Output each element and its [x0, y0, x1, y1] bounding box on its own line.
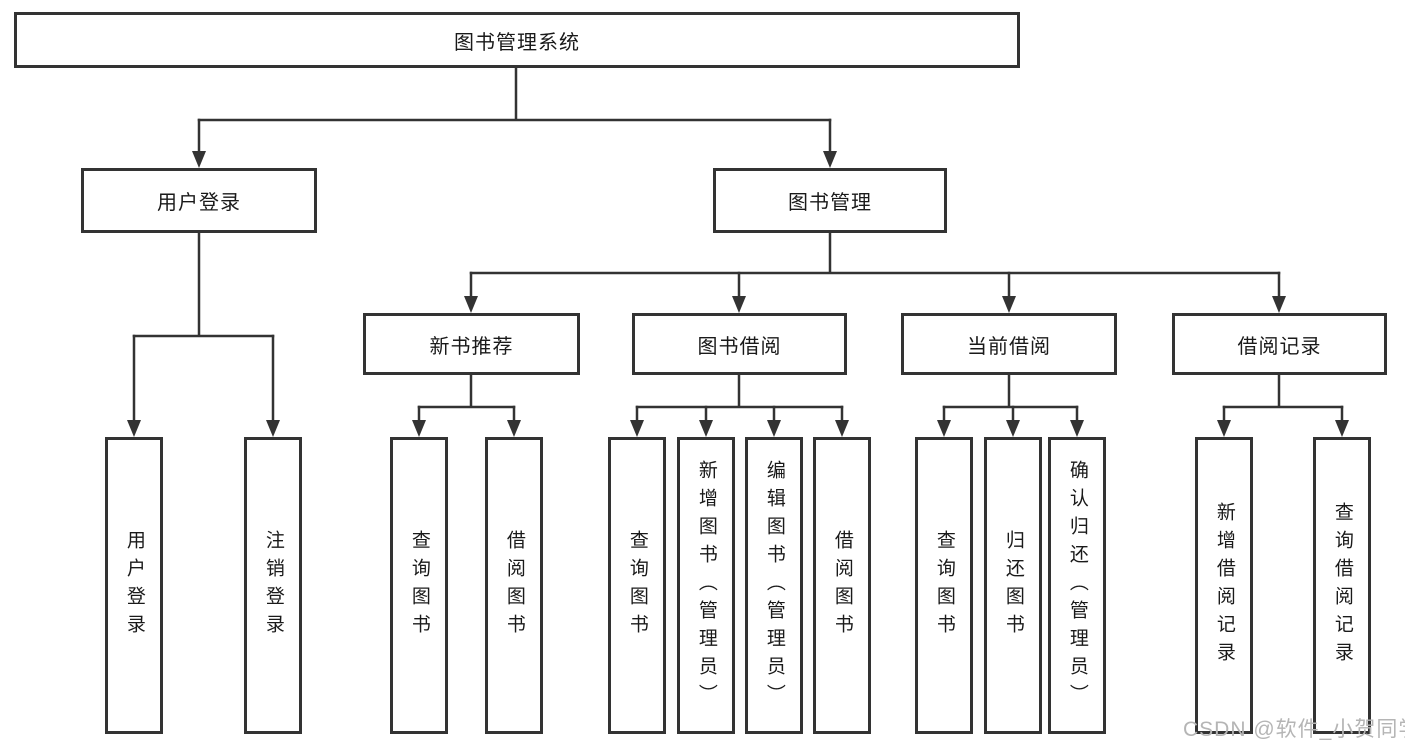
- node-current-borrowing: 当前借阅: [901, 313, 1117, 375]
- node-root: 图书管理系统: [14, 12, 1020, 68]
- arrowheads: [127, 151, 1349, 437]
- node-book-borrowing: 图书借阅: [632, 313, 847, 375]
- watermark: CSDN @软件_小贺同学: [1183, 718, 1405, 741]
- node-new-book-recommendation: 新书推荐: [363, 313, 580, 375]
- node-book-borrowing-label: 图书借阅: [697, 335, 782, 358]
- leaf-user-login-label: 用户登录: [123, 529, 145, 642]
- leaf-confirm-return-admin-label: 确认归还（管理员）: [1066, 459, 1088, 712]
- leaf-query-books-current: 查询图书: [915, 437, 973, 734]
- leaf-query-books-recommend: 查询图书: [390, 437, 448, 734]
- leaf-query-borrow-record: 查询借阅记录: [1313, 437, 1371, 734]
- node-new-book-recommendation-label: 新书推荐: [429, 335, 514, 358]
- leaf-return-books: 归还图书: [984, 437, 1042, 734]
- node-user-login: 用户登录: [81, 168, 317, 233]
- leaf-borrow-books-recommend-label: 借阅图书: [503, 529, 525, 642]
- leaf-edit-book-admin: 编辑图书（管理员）: [745, 437, 803, 734]
- leaf-query-books-borrowing: 查询图书: [608, 437, 666, 734]
- node-user-login-label: 用户登录: [157, 192, 241, 214]
- leaf-add-borrow-record: 新增借阅记录: [1195, 437, 1253, 734]
- leaf-user-login: 用户登录: [105, 437, 163, 734]
- leaf-query-borrow-record-label: 查询借阅记录: [1331, 501, 1353, 670]
- leaf-borrow-books-borrowing-label: 借阅图书: [831, 529, 853, 642]
- leaf-add-book-admin-label: 新增图书（管理员）: [695, 459, 717, 712]
- leaf-add-borrow-record-label: 新增借阅记录: [1213, 501, 1235, 670]
- node-borrowing-records: 借阅记录: [1172, 313, 1387, 375]
- leaf-query-books-recommend-label: 查询图书: [408, 529, 430, 642]
- leaf-return-books-label: 归还图书: [1002, 529, 1024, 642]
- leaf-add-book-admin: 新增图书（管理员）: [677, 437, 735, 734]
- leaf-confirm-return-admin: 确认归还（管理员）: [1048, 437, 1106, 734]
- node-root-label: 图书管理系统: [454, 31, 580, 54]
- node-book-management-label: 图书管理: [788, 192, 872, 214]
- leaf-logout: 注销登录: [244, 437, 302, 734]
- leaf-logout-label: 注销登录: [262, 529, 284, 642]
- node-borrowing-records-label: 借阅记录: [1237, 335, 1322, 358]
- leaf-borrow-books-borrowing: 借阅图书: [813, 437, 871, 734]
- leaf-query-books-current-label: 查询图书: [933, 529, 955, 642]
- leaf-query-books-borrowing-label: 查询图书: [626, 529, 648, 642]
- node-current-borrowing-label: 当前借阅: [967, 335, 1051, 358]
- node-book-management: 图书管理: [713, 168, 947, 233]
- leaf-borrow-books-recommend: 借阅图书: [485, 437, 543, 734]
- leaf-edit-book-admin-label: 编辑图书（管理员）: [763, 459, 785, 712]
